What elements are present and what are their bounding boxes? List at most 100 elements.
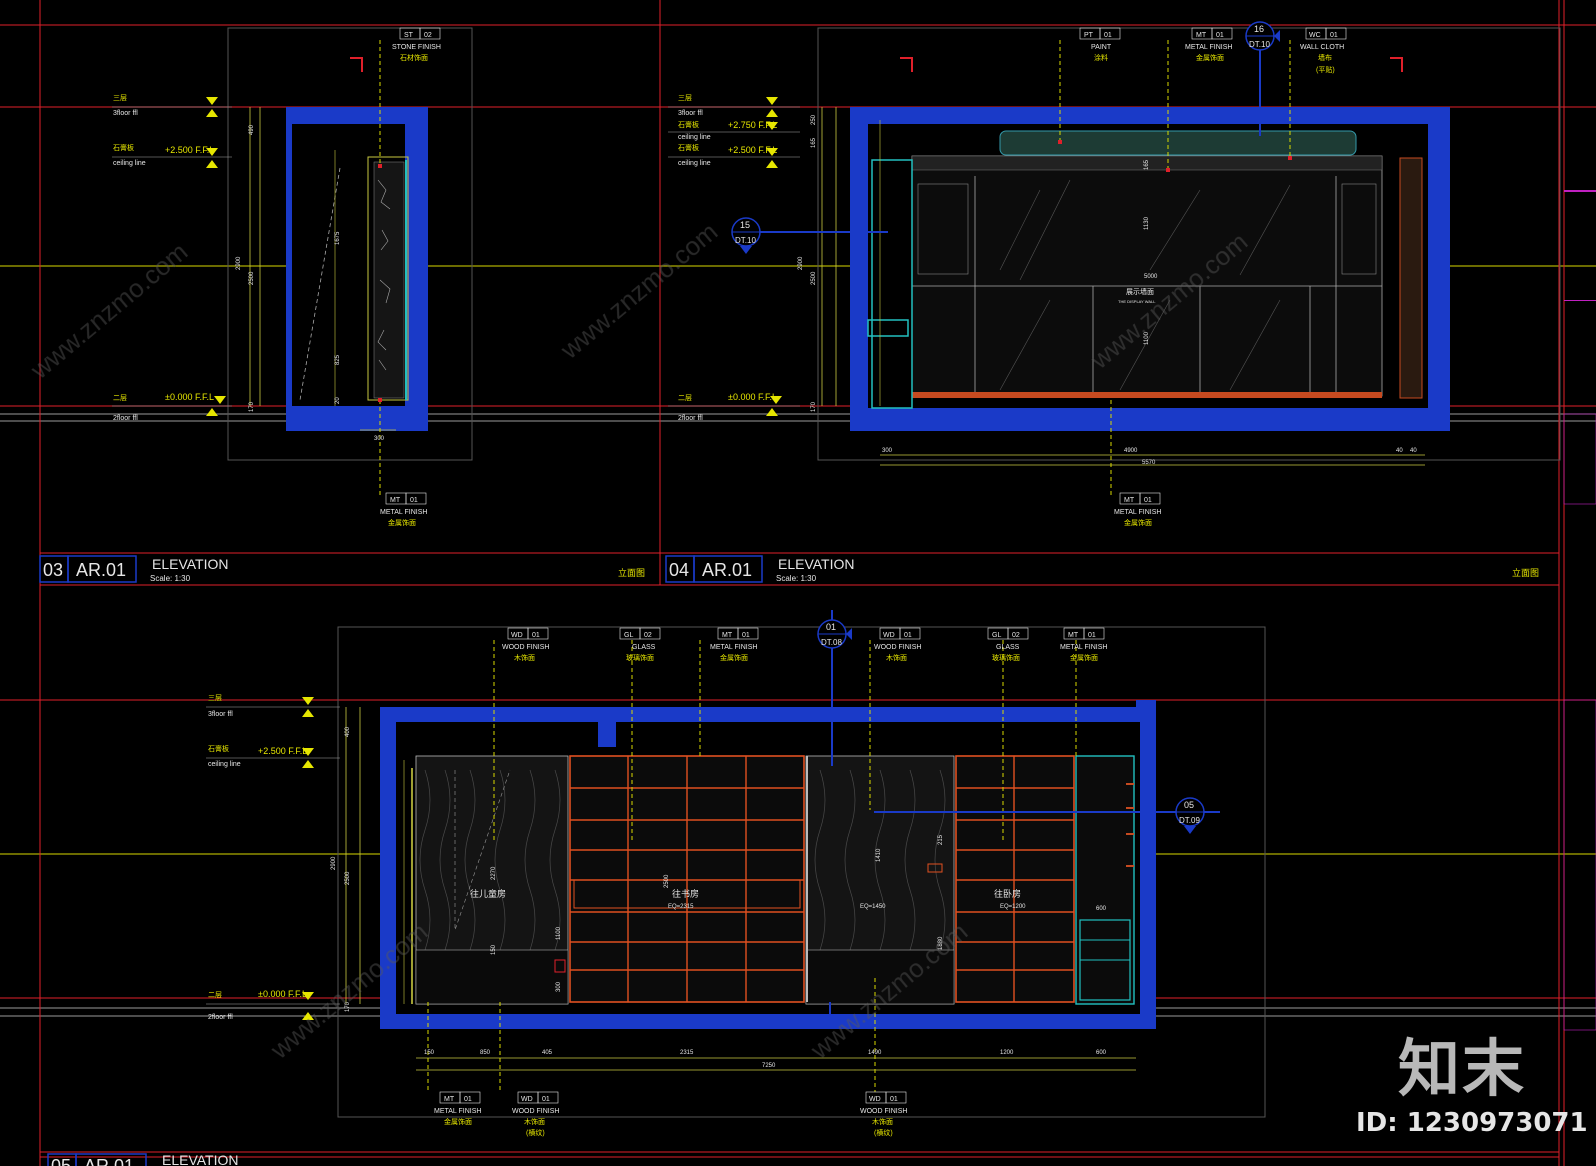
svg-text:WD: WD — [511, 632, 523, 639]
svg-text:MT: MT — [1068, 632, 1079, 639]
elevation-04-scale: Scale: 1:30 — [776, 574, 817, 583]
svg-text:(横纹): (横纹) — [526, 1128, 545, 1137]
svg-text:4900: 4900 — [1124, 448, 1138, 454]
svg-text:石材饰面: 石材饰面 — [400, 53, 428, 62]
svg-text:2500: 2500 — [811, 271, 817, 285]
svg-text:MT: MT — [444, 1096, 455, 1103]
svg-text:EQ=2315: EQ=2315 — [668, 904, 694, 910]
elevation-04-cn: 立面图 — [1512, 567, 1539, 578]
svg-text:METAL FINISH: METAL FINISH — [1114, 509, 1161, 516]
level-third-en: 3floor ffl — [678, 110, 703, 117]
elevation-05-sheet: AR.01 — [84, 1156, 134, 1166]
note-display-wall: 展示墙面 — [1126, 287, 1154, 296]
watermark-site: www.znzmo.com — [554, 216, 723, 365]
level-ffl-2500: +2.500 F.F.L — [258, 746, 307, 756]
svg-text:(平贴): (平贴) — [1316, 65, 1335, 74]
level-ffl-2750: +2.750 F.F.L — [728, 120, 777, 130]
svg-text:MT: MT — [1196, 32, 1207, 39]
tag-metal-finish: MT 01 METAL FINISH 金属饰面 — [1060, 627, 1107, 662]
svg-text:EQ=1200: EQ=1200 — [1000, 904, 1026, 910]
level-second-en: 2floor ffl — [678, 415, 703, 422]
note-to-kids-room: 往儿童房 — [470, 888, 506, 899]
svg-text:2270: 2270 — [491, 866, 497, 880]
level-second-en: 2floor ffl — [208, 1014, 233, 1021]
svg-text:170: 170 — [345, 1001, 351, 1012]
level-ceiling-en: ceiling line — [678, 134, 711, 141]
svg-text:01: 01 — [890, 1096, 898, 1103]
svg-text:EQ=1450: EQ=1450 — [860, 904, 886, 910]
elevation-03-titlebar: 03 AR.01 ELEVATION Scale: 1:30 立面图 — [39, 555, 645, 583]
svg-text:165: 165 — [1144, 159, 1150, 170]
elevation-04-titlebar: 04 AR.01 ELEVATION Scale: 1:30 立面图 — [665, 555, 1539, 583]
svg-text:ST: ST — [404, 32, 414, 39]
svg-text:METAL FINISH: METAL FINISH — [1060, 644, 1107, 651]
svg-text:METAL FINISH: METAL FINISH — [1185, 44, 1232, 51]
tag-metal-finish: MT 01 METAL FINISH 金属饰面 — [710, 627, 759, 662]
elevation-03-title: ELEVATION — [152, 556, 229, 572]
tag-metal-finish: MT 01 METAL FINISH 金属饰面 — [1185, 27, 1232, 62]
svg-text:木饰面: 木饰面 — [886, 653, 907, 662]
elevation-04-sheet: AR.01 — [702, 560, 752, 580]
level-ceiling-cn: 石膏板 — [678, 143, 699, 152]
svg-text:1675: 1675 — [335, 231, 341, 245]
level-markers — [206, 97, 782, 1020]
svg-text:2315: 2315 — [680, 1050, 694, 1056]
svg-text:400: 400 — [345, 726, 351, 737]
svg-text:2500: 2500 — [664, 874, 670, 888]
tag-glass: GL 02 GLASS 玻璃饰面 — [619, 627, 661, 662]
svg-text:WD: WD — [869, 1096, 881, 1103]
svg-text:5000: 5000 — [1144, 274, 1158, 280]
level-third-en: 3floor ffl — [208, 711, 233, 718]
elevation-05-titlebar: 05 AR.01 ELEVATION — [47, 1152, 239, 1166]
svg-text:215: 215 — [938, 834, 944, 845]
svg-text:20: 20 — [335, 397, 341, 404]
svg-text:木饰面: 木饰面 — [872, 1117, 893, 1126]
elevation-03-cn: 立面图 — [618, 567, 645, 578]
svg-text:150: 150 — [491, 944, 497, 955]
svg-text:1130: 1130 — [1144, 216, 1150, 230]
svg-text:金属饰面: 金属饰面 — [1124, 518, 1152, 527]
svg-text:PAINT: PAINT — [1091, 44, 1112, 51]
svg-text:2500: 2500 — [345, 871, 351, 885]
svg-text:300: 300 — [556, 981, 562, 992]
svg-text:01: 01 — [1088, 632, 1096, 639]
level-ffl-2500: +2.500 F.F.L — [728, 145, 777, 155]
svg-text:DT.09: DT.09 — [1179, 816, 1200, 825]
svg-text:825: 825 — [335, 354, 341, 365]
detail-callout-05: 05 DT.09 — [1175, 797, 1205, 834]
svg-text:05: 05 — [1184, 800, 1194, 810]
svg-text:2900: 2900 — [331, 856, 337, 870]
svg-text:01: 01 — [1104, 32, 1112, 39]
svg-text:600: 600 — [1096, 1050, 1107, 1056]
svg-text:01: 01 — [904, 632, 912, 639]
svg-text:1490: 1490 — [868, 1050, 882, 1056]
svg-text:01: 01 — [542, 1096, 550, 1103]
svg-text:40: 40 — [1396, 448, 1403, 454]
svg-text:01: 01 — [464, 1096, 472, 1103]
svg-text:METAL FINISH: METAL FINISH — [380, 509, 427, 516]
elevation-05-title: ELEVATION — [162, 1152, 239, 1166]
svg-text:WALL CLOTH: WALL CLOTH — [1300, 44, 1344, 51]
svg-text:MT: MT — [722, 632, 733, 639]
svg-text:GL: GL — [992, 632, 1001, 639]
tag-metal-finish: MT 01 METAL FINISH 金属饰面 — [434, 1091, 481, 1126]
svg-text:金属饰面: 金属饰面 — [1070, 653, 1098, 662]
elevation-04-drawing — [750, 30, 1450, 498]
svg-text:405: 405 — [542, 1050, 553, 1056]
svg-text:DT.10: DT.10 — [1249, 40, 1270, 49]
svg-text:墙布: 墙布 — [1318, 53, 1332, 62]
level-third-en: 3floor ffl — [113, 110, 138, 117]
level-ceiling-en: ceiling line — [208, 761, 241, 768]
level-second-cn: 二层 — [208, 991, 222, 999]
svg-text:5570: 5570 — [1142, 460, 1156, 466]
tag-wall-cloth: WC 01 WALL CLOTH 墙布 (平贴) — [1300, 27, 1347, 74]
tag-wood-finish: WD 01 WOOD FINISH 木饰面 — [502, 627, 549, 662]
svg-text:STONE FINISH: STONE FINISH — [392, 44, 441, 51]
tag-wood-finish: WD 01 WOOD FINISH 木饰面 (横纹) — [860, 1091, 907, 1137]
svg-text:WOOD FINISH: WOOD FINISH — [860, 1108, 907, 1115]
note-to-bedroom: 往卧房 — [994, 888, 1021, 899]
tag-metal-finish: MT 01 METAL FINISH 金属饰面 — [380, 492, 427, 527]
svg-text:02: 02 — [424, 32, 432, 39]
svg-text:WC: WC — [1309, 32, 1321, 39]
level-ffl-0: ±0.000 F.F.L — [165, 392, 214, 402]
